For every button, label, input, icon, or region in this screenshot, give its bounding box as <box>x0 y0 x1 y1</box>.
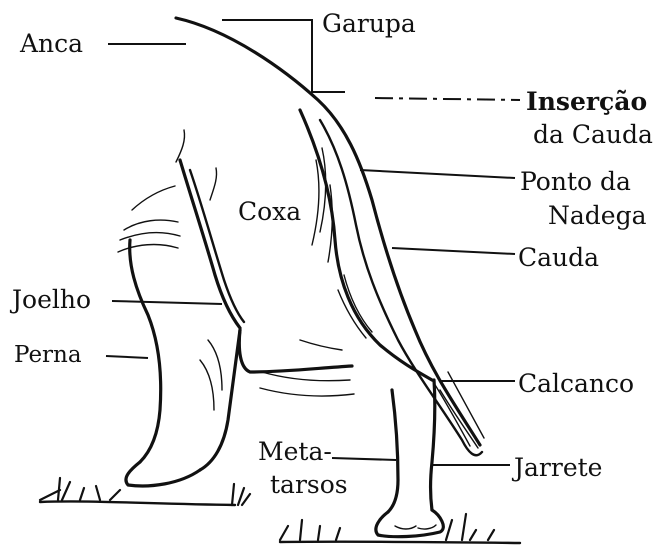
thigh-front-inner <box>190 170 244 322</box>
metatarsus-front-outline <box>388 390 398 512</box>
far-leg-foot-outline <box>126 462 200 486</box>
label-meta-line1: Meta- <box>258 437 332 466</box>
leader-ponto <box>360 170 515 178</box>
label-insercao-line2: da Cauda <box>533 120 653 149</box>
far-leg-front-outline <box>130 240 161 462</box>
label-calcanco: Calcanco <box>518 369 634 398</box>
leader-perna <box>106 356 148 358</box>
leader-joelho <box>112 301 222 304</box>
label-meta-line2: tarsos <box>270 470 348 499</box>
leader-insercao <box>375 98 520 100</box>
label-joelho: Joelho <box>9 285 91 314</box>
labels: Anca Garupa Inserção da Cauda Ponto da N… <box>9 9 653 499</box>
label-jarrete: Jarrete <box>511 453 602 482</box>
label-ponto-line1: Ponto da <box>520 167 631 196</box>
hind-foot-outline <box>376 510 443 537</box>
metatarsus-back-outline <box>431 380 435 510</box>
far-leg-back-outline <box>200 330 240 470</box>
foot-toes <box>395 525 436 529</box>
leader-cauda <box>392 248 515 254</box>
lower-thigh-outline <box>239 330 352 372</box>
label-perna: Perna <box>14 342 82 368</box>
croup-fur <box>132 130 217 210</box>
leader-metatarsos <box>332 458 396 460</box>
thigh-back-outline <box>300 110 432 380</box>
label-anca: Anca <box>19 29 83 58</box>
label-coxa: Coxa <box>238 197 301 226</box>
label-ponto-line2: Nadega <box>548 201 647 230</box>
label-insercao-line1: Inserção <box>526 87 647 116</box>
label-cauda: Cauda <box>518 243 599 272</box>
label-garupa: Garupa <box>322 9 416 38</box>
